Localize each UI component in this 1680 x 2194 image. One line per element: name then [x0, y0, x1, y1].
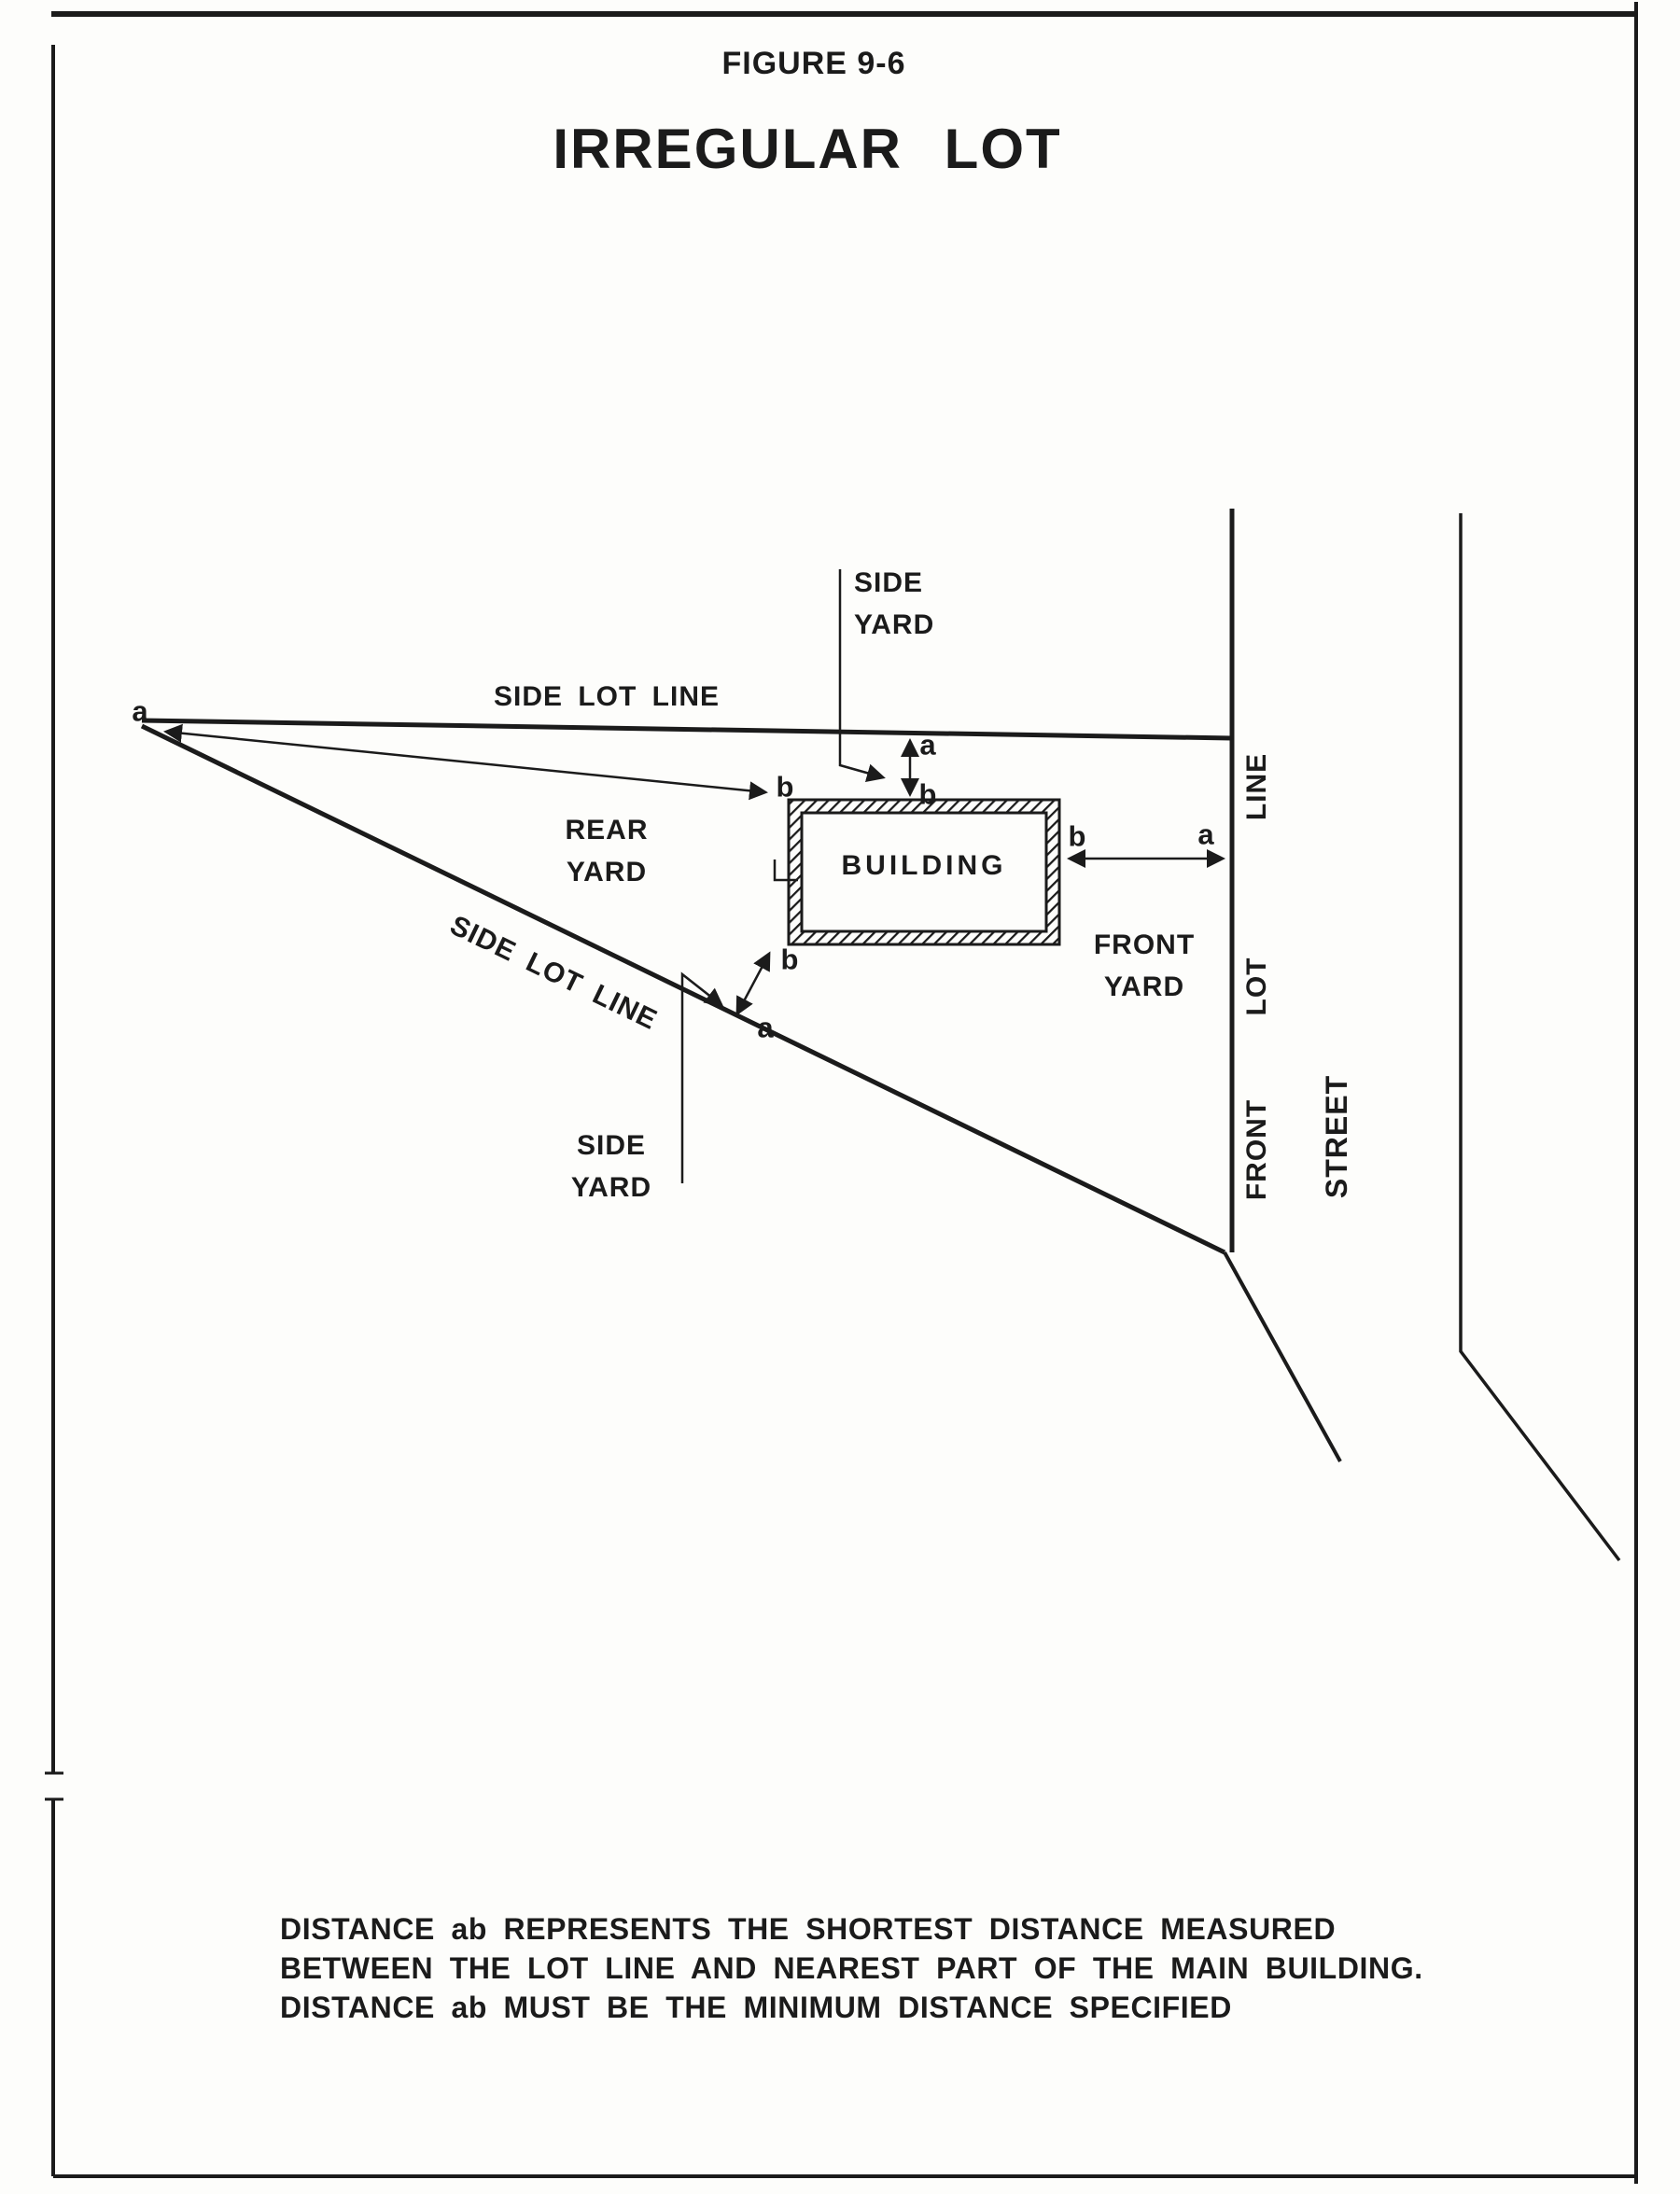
side-lot-line-top: [141, 718, 1233, 741]
building-inner: [800, 811, 1048, 933]
figure-caption: DISTANCE ab REPRESENTS THE SHORTEST DIST…: [280, 1909, 1423, 2027]
side-lot-line-top-label: SIDE LOT LINE: [493, 681, 721, 712]
figure-label: FIGURE 9-6: [721, 46, 906, 81]
marker-b-side-top: b: [918, 777, 937, 811]
building-corner-bracket: [773, 859, 798, 882]
side-yard-bottom-label: SIDE YARD: [570, 1130, 652, 1203]
marker-b-front: b: [1068, 819, 1086, 853]
marker-a-side-bottom: a: [757, 1011, 774, 1044]
caption-line-1: DISTANCE ab REPRESENTS THE SHORTEST DIST…: [280, 1912, 1337, 1946]
street-far-edge: [1459, 513, 1621, 1562]
caption-line-3: DISTANCE ab MUST BE THE MINIMUM DISTANCE…: [280, 1991, 1232, 2024]
marker-a-front: a: [1197, 818, 1214, 851]
street-near-edge-diagonal: [1223, 1251, 1342, 1462]
side-yard-bottom-arrow: [735, 951, 771, 1016]
marker-b-rear: b: [776, 770, 794, 804]
marker-a-left: a: [132, 694, 148, 728]
caption-line-2: BETWEEN THE LOT LINE AND NEAREST PART OF…: [280, 1951, 1423, 1985]
front-lot-line-label-lot: LOT: [1241, 957, 1272, 1016]
front-lot-line-label-line: LINE: [1241, 752, 1272, 821]
page-title: IRREGULAR LOT: [553, 118, 1062, 180]
frame-break-ticks: [45, 1771, 63, 1801]
side-yard-top-label: SIDE YARD: [854, 567, 935, 640]
front-yard-label: FRONT YARD: [1093, 929, 1196, 1002]
building-label: BUILDING: [841, 850, 1007, 881]
street-label: STREET: [1320, 1074, 1353, 1199]
rear-yard-arrow: [163, 723, 768, 801]
marker-b-side-bottom: b: [780, 943, 799, 976]
front-lot-line-label-front: FRONT: [1241, 1098, 1272, 1201]
side-yard-top-leader: [838, 569, 886, 782]
marker-a-side-top: a: [919, 728, 936, 762]
side-yard-bottom-leader: [680, 971, 724, 1183]
rear-yard-label: REAR YARD: [565, 815, 649, 887]
